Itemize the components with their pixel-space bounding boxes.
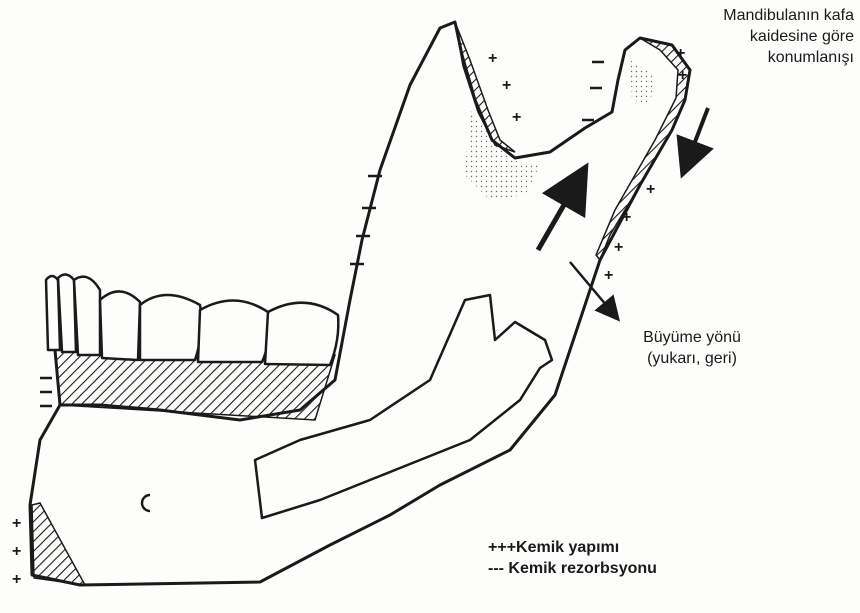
legend-formation: +++Kemik yapımı <box>488 538 657 559</box>
plus-marker: + <box>12 543 21 560</box>
top-label-line1: Mandibulanın kafa <box>654 6 854 27</box>
plus-marker: + <box>646 181 655 198</box>
plus-marker: + <box>488 50 497 67</box>
condyle-arrow <box>688 108 708 160</box>
plus-marker: + <box>604 267 613 284</box>
tooth-molar-1 <box>198 300 269 362</box>
plus-marker: + <box>502 77 511 94</box>
top-label-line2: kaidesine göre <box>654 27 854 48</box>
growth-direction-label: Büyüme yönü (yukarı, geri) <box>622 328 762 370</box>
tooth-canine <box>74 277 100 355</box>
growth-label-line1: Büyüme yönü <box>622 328 762 349</box>
plus-marker: + <box>512 109 521 126</box>
tooth-premolar-1 <box>100 291 140 360</box>
plus-marker: + <box>622 209 631 226</box>
top-label-line3: konumlanışı <box>654 48 854 69</box>
growth-label-line2: (yukarı, geri) <box>622 349 762 370</box>
tooth-molar-2 <box>265 303 338 365</box>
plus-marker: + <box>12 571 21 588</box>
plus-marker: + <box>678 67 687 84</box>
legend-resorption: --- Kemik rezorbsyonu <box>488 559 657 580</box>
tooth-premolar-2 <box>140 295 202 360</box>
plus-marker: + <box>614 239 623 256</box>
teeth <box>46 274 338 365</box>
condyle-position-label: Mandibulanın kafa kaidesine göre konumla… <box>654 6 854 68</box>
plus-marker: + <box>12 515 21 532</box>
legend: +++Kemik yapımı --- Kemik rezorbsyonu <box>488 538 657 580</box>
